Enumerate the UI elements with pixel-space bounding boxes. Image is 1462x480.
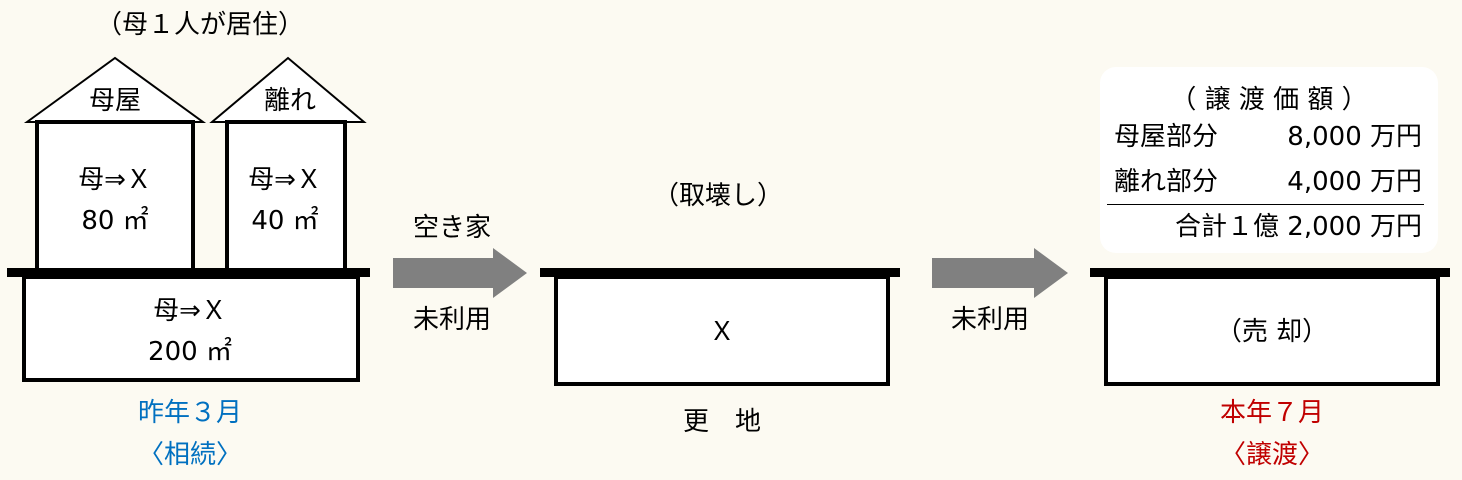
inheritance-date: 昨年３月 <box>137 398 243 428</box>
vacant-land-caption: 更 地 <box>682 407 762 437</box>
arrow-1 <box>393 248 527 298</box>
middle-owner: Ｘ <box>708 317 736 347</box>
annex-body <box>225 120 347 272</box>
land-middle <box>554 275 890 386</box>
annex-area: 40 ㎡ <box>251 206 319 236</box>
inheritance-label: 〈相続〉 <box>137 440 243 470</box>
arrow-2 <box>932 248 1068 298</box>
left-title: （母１人が居住） <box>95 10 305 40</box>
land-left <box>22 275 360 382</box>
price-total: 合計１億 2,000 万円 <box>1175 212 1422 242</box>
arrow1-below-label: 未利用 <box>412 305 492 335</box>
annex-transfer: 母⇒Ｘ <box>248 165 322 195</box>
transfer-label: 〈譲渡〉 <box>1219 440 1325 470</box>
price-row-value: 8,000 万円 <box>1287 122 1422 152</box>
demolition-label: （取壊し） <box>652 181 784 211</box>
arrow1-above-label: 空き家 <box>412 213 492 243</box>
main-house-body <box>35 120 195 272</box>
main-house-label: 母屋 <box>88 86 142 116</box>
sale-label: （売 却） <box>1215 317 1329 347</box>
ground-line-left <box>7 268 370 277</box>
ground-line-middle <box>540 268 900 277</box>
price-divider <box>1107 204 1424 205</box>
price-heading: （ 譲 渡 価 額 ） <box>1170 85 1368 115</box>
price-row-value: 4,000 万円 <box>1287 167 1422 197</box>
ground-line-right <box>1090 268 1450 277</box>
main-house-transfer: 母⇒Ｘ <box>78 165 152 195</box>
land-left-transfer: 母⇒Ｘ <box>153 296 227 326</box>
transfer-price-box: （ 譲 渡 価 額 ） 母屋部分 8,000 万円 離れ部分 4,000 万円 … <box>1100 67 1438 253</box>
main-house-area: 80 ㎡ <box>81 206 149 236</box>
land-left-area: 200 ㎡ <box>148 337 232 367</box>
price-row-label: 母屋部分 <box>1114 122 1219 152</box>
land-right <box>1104 275 1440 386</box>
price-row-label: 離れ部分 <box>1114 167 1219 197</box>
annex-label: 離れ <box>263 86 317 116</box>
transfer-date: 本年７月 <box>1219 398 1325 428</box>
arrow2-below-label: 未利用 <box>950 305 1030 335</box>
